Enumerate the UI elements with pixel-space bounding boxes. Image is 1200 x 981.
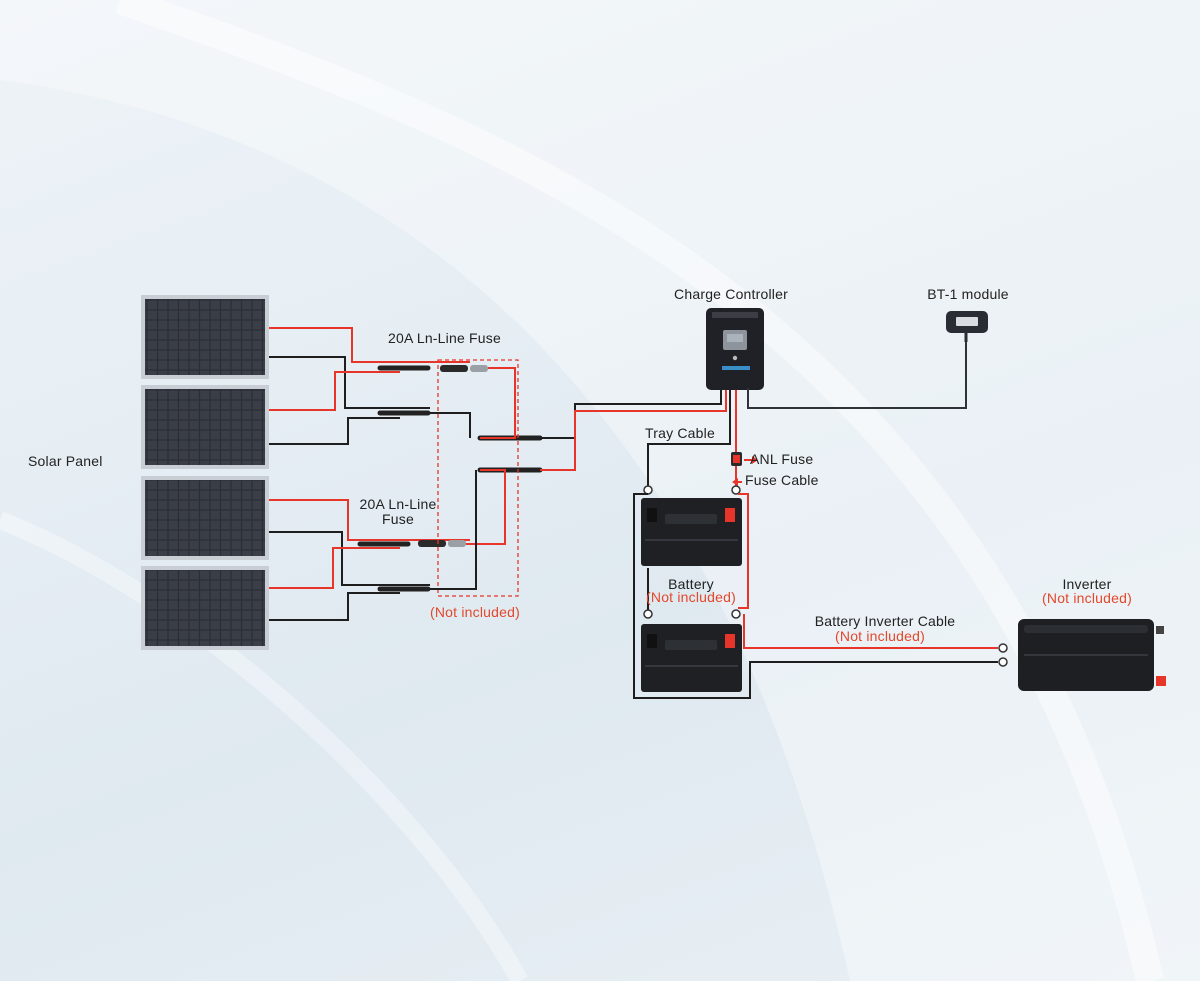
battery-inverter-cable-not-included-note: (Not included) — [835, 628, 925, 644]
charge-controller-label: Charge Controller — [674, 286, 788, 302]
battery-2 — [641, 609, 742, 692]
inverter — [1018, 619, 1166, 691]
panel2-positive-wire — [269, 371, 400, 411]
battery-inverter-cable-label: Battery Inverter Cable — [814, 613, 956, 629]
panel1-positive-wire — [269, 327, 470, 363]
panel4-negative-wire — [269, 592, 400, 621]
tray-cable-negative — [647, 390, 731, 490]
battery-not-included-note: (Not included) — [646, 589, 736, 605]
charge-controller — [706, 308, 764, 390]
inverter-not-included-note: (Not included) — [1042, 590, 1132, 606]
pv-negative-to-controller — [540, 388, 722, 439]
branch-connectors — [357, 365, 543, 592]
solar-panel-label: Solar Panel — [28, 453, 103, 469]
panel1-negative-wire — [269, 356, 430, 409]
inverter-label: Inverter — [1062, 576, 1112, 592]
panel2-negative-wire — [269, 417, 400, 445]
tray-cable-label: Tray Cable — [645, 425, 715, 441]
pv-positive-to-controller — [540, 388, 727, 471]
inline-fuse-mid-line2: Fuse — [382, 511, 414, 527]
inline-fuse-bottom — [418, 540, 466, 547]
solar-panel-4 — [141, 566, 269, 650]
fuse-not-included-note: (Not included) — [430, 604, 520, 620]
bt-module-label: BT-1 module — [927, 286, 1009, 302]
inline-fuse-top — [440, 365, 488, 372]
battery-inverter-cable-positive — [743, 614, 998, 649]
inline-fuse-mid-line1: 20A Ln-Line — [359, 496, 437, 512]
not-included-dashed-box — [437, 359, 519, 597]
battery-label: Battery — [668, 576, 714, 592]
solar-panel-2 — [141, 385, 269, 469]
solar-panel-1 — [141, 295, 269, 379]
inline-fuse-top-label: 20A Ln-Line Fuse — [388, 330, 501, 346]
bt-1-module — [946, 311, 988, 342]
anl-fuse-label: ANL Fuse — [750, 451, 814, 467]
panel3-positive-wire — [269, 499, 470, 541]
panel3-negative-wire — [269, 531, 430, 586]
anl-fuse — [731, 452, 742, 466]
panel4-positive-wire — [269, 547, 400, 589]
solar-panel-3 — [141, 476, 269, 560]
inline-fuse-mid-label: 20A Ln-Line Fuse — [360, 497, 437, 527]
bt-module-cable — [747, 342, 967, 409]
fuse-cable-label: Fuse Cable — [745, 472, 819, 488]
battery-1 — [641, 485, 742, 566]
